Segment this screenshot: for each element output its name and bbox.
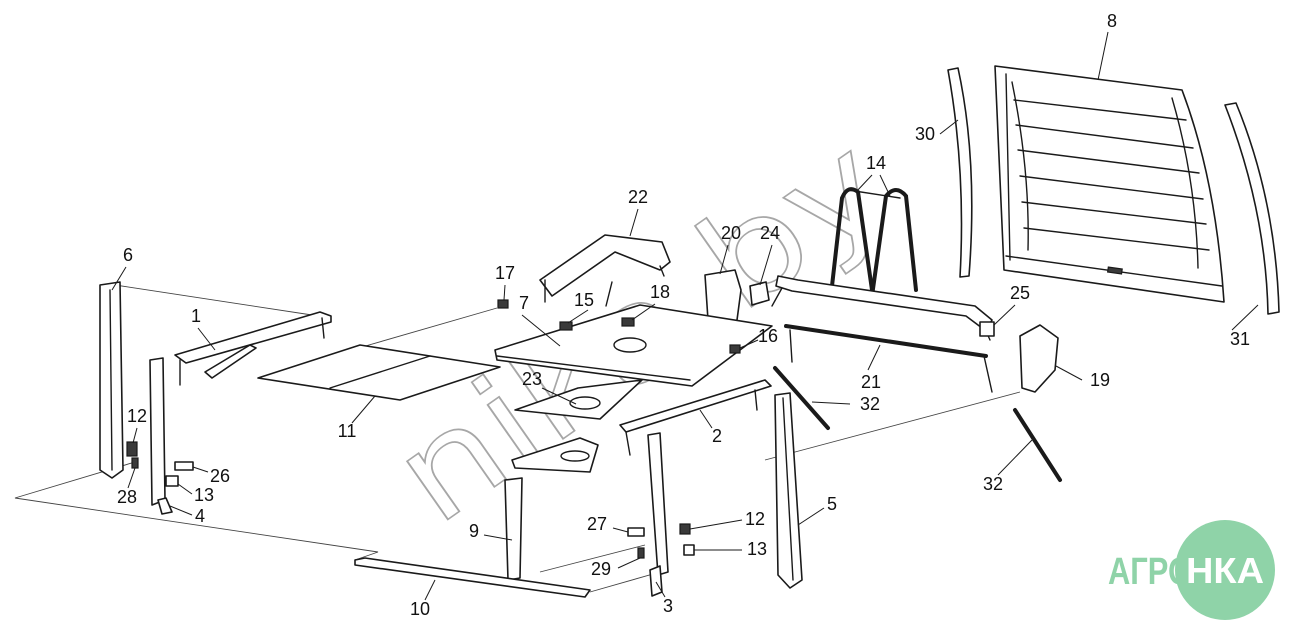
part-24-bracket	[749, 281, 770, 306]
callout-10: 10	[410, 599, 430, 619]
callout-20: 20	[721, 223, 741, 243]
part-27-small	[627, 527, 645, 537]
part-32-strut-middle	[773, 366, 830, 430]
callout-8: 8	[1107, 11, 1117, 31]
callout-32-middle: 32	[860, 394, 880, 414]
part-15-small	[559, 321, 573, 331]
part-3-post	[647, 432, 669, 597]
logo-circle	[1175, 520, 1275, 620]
part-12-right-small	[679, 523, 691, 535]
part-28-small	[131, 457, 139, 469]
part-11-floor-panel	[257, 344, 501, 401]
part-21-cross-bar	[784, 324, 993, 393]
part-12-left-small	[126, 441, 138, 457]
callout-27: 27	[587, 514, 607, 534]
callout-21: 21	[861, 372, 881, 392]
callout-14: 14	[866, 153, 886, 173]
part-23-plates	[511, 379, 643, 473]
part-19-bracket	[1019, 324, 1059, 393]
callout-9: 9	[469, 521, 479, 541]
part-4-post	[149, 357, 173, 515]
part-13-right-small	[683, 544, 695, 556]
callout-31: 31	[1230, 329, 1250, 349]
part-7-floor-board	[494, 304, 773, 387]
part-17-small	[497, 299, 509, 309]
callout-6: 6	[123, 245, 133, 265]
part-16-small	[729, 344, 741, 354]
callout-15: 15	[574, 290, 594, 310]
callout-29: 29	[591, 559, 611, 579]
callout-11: 11	[338, 421, 357, 441]
callout-3: 3	[663, 596, 673, 616]
callout-2: 2	[712, 426, 722, 446]
callout-28: 28	[117, 487, 137, 507]
callout-24: 24	[760, 223, 780, 243]
callout-labels: 8 30 31 14 22 20 24 6 17 15 18 7 1 25 16…	[117, 11, 1250, 619]
brand-logo: АГРО НКА	[1108, 520, 1275, 620]
callout-23: 23	[522, 369, 542, 389]
part-26-small	[174, 461, 194, 471]
callout-7: 7	[519, 293, 529, 313]
part-2-beam	[619, 379, 772, 456]
callout-18: 18	[650, 282, 670, 302]
callout-13-right: 13	[747, 539, 767, 559]
logo-circle-text: НКА	[1186, 550, 1264, 591]
part-13-left-small	[165, 475, 179, 487]
callout-1: 1	[191, 306, 201, 326]
part-25-small	[979, 321, 995, 337]
callout-13-left: 13	[194, 485, 214, 505]
part-8-grille	[994, 65, 1225, 303]
part-10-bar	[354, 557, 591, 598]
leader-lines	[111, 31, 1259, 601]
part-1-rail	[174, 311, 332, 386]
callout-22: 22	[628, 187, 648, 207]
callout-32-right: 32	[983, 474, 1003, 494]
callout-4: 4	[195, 506, 205, 526]
part-31-side-strip	[1224, 102, 1280, 315]
callout-12-left: 12	[127, 406, 147, 426]
part-18-small	[621, 317, 635, 327]
callout-17: 17	[495, 263, 515, 283]
part-5-post	[774, 392, 803, 589]
part-32-strut-right	[1013, 408, 1062, 482]
part-29-small	[637, 547, 645, 559]
callout-25: 25	[1010, 283, 1030, 303]
part-30-side-strip	[947, 67, 973, 278]
callout-12-right: 12	[745, 509, 765, 529]
part-6-post	[99, 281, 124, 479]
callout-26: 26	[210, 466, 230, 486]
part-22-frame	[539, 234, 671, 307]
callout-19: 19	[1090, 370, 1110, 390]
callout-5: 5	[827, 494, 837, 514]
callout-30: 30	[915, 124, 935, 144]
part-9-post	[504, 477, 523, 581]
callout-16: 16	[758, 326, 778, 346]
